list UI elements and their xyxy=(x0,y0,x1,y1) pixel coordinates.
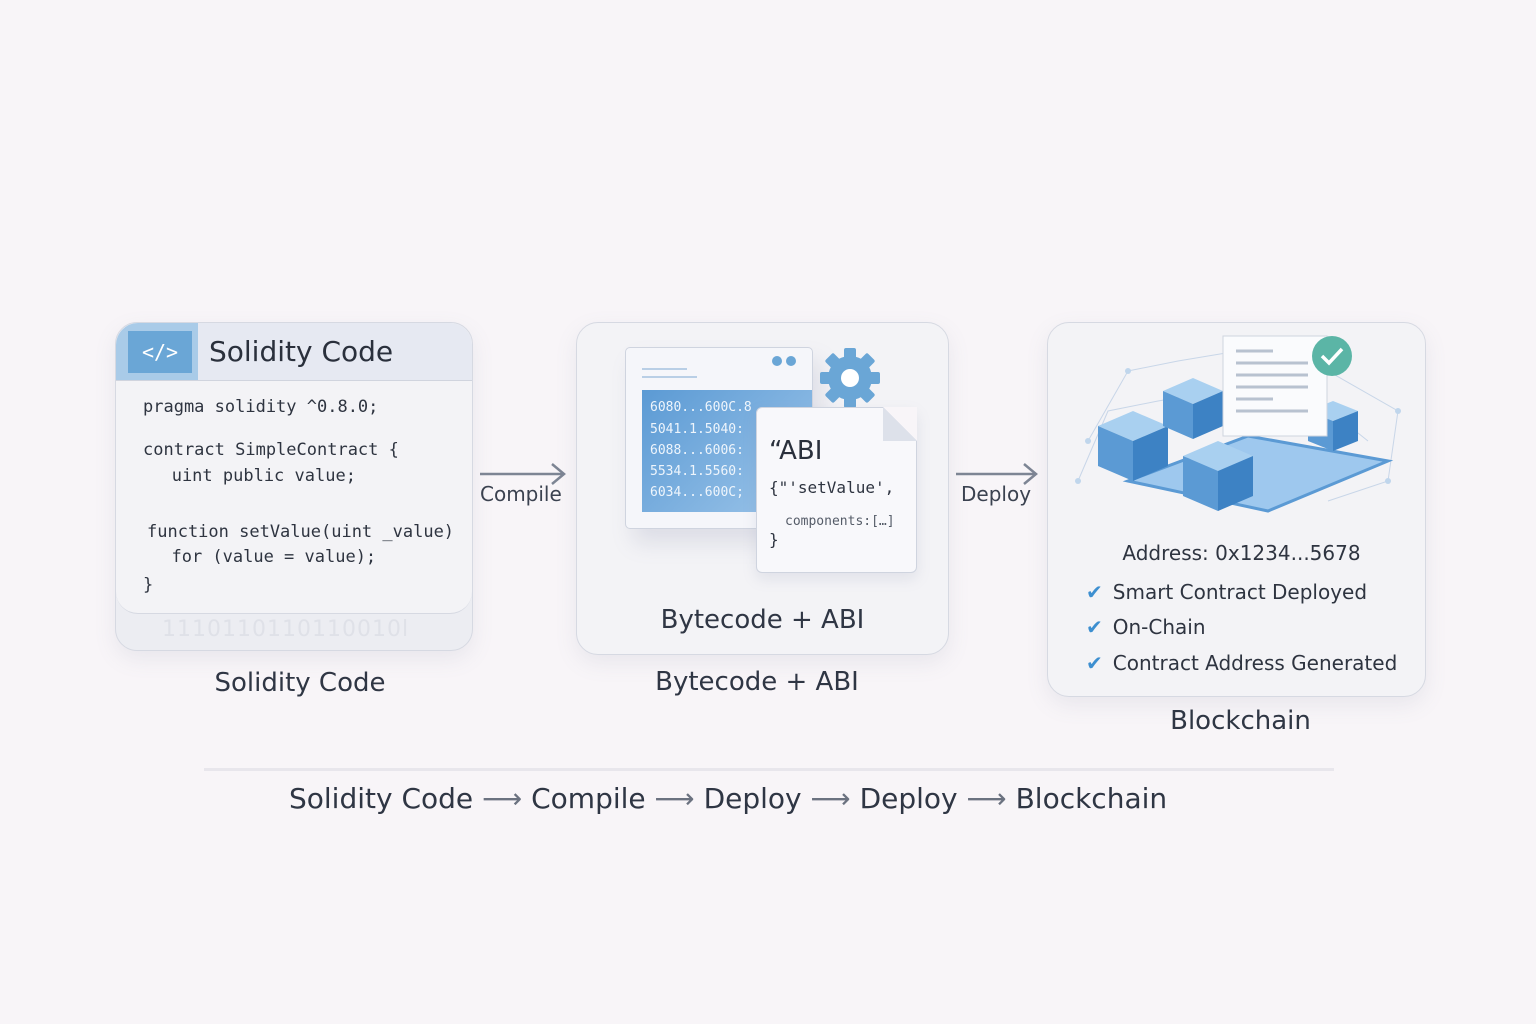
checkmark-icon: ✔ xyxy=(1086,580,1103,604)
flow-step: Solidity Code xyxy=(289,782,474,815)
flow-summary: Solidity Code ⟶ Compile ⟶ Deploy ⟶ Deplo… xyxy=(289,782,1167,815)
solidity-code-card: </> Solidity Code pragma solidity ^0.8.0… xyxy=(115,322,473,651)
flow-step: Deploy xyxy=(703,782,802,815)
contract-address: Address: 0x1234...5678 xyxy=(1122,541,1361,565)
check-item: ✔ Contract Address Generated xyxy=(1086,651,1397,675)
abi-line: } xyxy=(769,530,779,549)
deploy-arrow-icon xyxy=(956,463,1038,485)
solidity-caption: Solidity Code xyxy=(214,668,386,698)
window-lines xyxy=(642,368,687,370)
bytecode-line: 6088...6006: xyxy=(650,443,744,458)
abi-line: {"'setValue', xyxy=(769,478,895,497)
check-label: Smart Contract Deployed xyxy=(1112,580,1368,604)
solidity-card-title: Solidity Code xyxy=(209,335,394,368)
flow-step: Blockchain xyxy=(1015,782,1168,815)
check-item: ✔ Smart Contract Deployed xyxy=(1086,580,1367,604)
flow-arrow-icon: ⟶ xyxy=(966,782,1007,815)
bytecode-inner-label: Bytecode + ABI xyxy=(660,605,865,635)
check-label: On-Chain xyxy=(1112,615,1206,639)
blockchain-illustration xyxy=(1075,335,1401,513)
divider xyxy=(204,768,1334,771)
code-line: for (value = value); xyxy=(151,547,377,567)
flow-arrow-icon: ⟶ xyxy=(482,782,523,815)
flow-arrow-icon: ⟶ xyxy=(654,782,695,815)
code-line: contract SimpleContract { xyxy=(143,440,399,460)
abi-line: components:[…] xyxy=(785,514,895,529)
bytecode-abi-card: 6080...600C.8 5041.1.5040: 6088...6006: … xyxy=(576,322,949,655)
flow-step: Compile xyxy=(531,782,646,815)
code-line: uint public value; xyxy=(141,466,356,486)
bytecode-window: 6080...600C.8 5041.1.5040: 6088...6006: … xyxy=(625,347,813,529)
code-line: } xyxy=(143,575,154,595)
page-fold xyxy=(883,407,917,441)
check-item: ✔ On-Chain xyxy=(1086,615,1206,639)
window-dots xyxy=(772,356,782,366)
compile-arrow-icon xyxy=(480,463,566,485)
deploy-label: Deploy xyxy=(961,482,1032,506)
flow-step: Deploy xyxy=(859,782,958,815)
flow-arrow-icon: ⟶ xyxy=(810,782,851,815)
bytecode-caption: Bytecode + ABI xyxy=(655,667,859,697)
bytecode-line: 6034...600C; xyxy=(650,485,744,500)
abi-document: “ABI {"'setValue', components:[…] } xyxy=(756,407,917,573)
bytecode-line: 6080...600C.8 xyxy=(650,400,752,415)
code-icon-glyph: </> xyxy=(128,331,192,373)
checkmark-icon: ✔ xyxy=(1086,615,1103,639)
checkmark-icon: ✔ xyxy=(1086,651,1103,675)
code-line: pragma solidity ^0.8.0; xyxy=(143,397,379,417)
gear-icon xyxy=(820,348,880,408)
abi-title: “ABI xyxy=(769,436,823,466)
binary-watermark: 1110110110110010l xyxy=(162,617,410,642)
bytecode-line: 5534.1.5560: xyxy=(650,464,744,479)
code-line: function setValue(uint _value) xyxy=(147,522,455,542)
blockchain-caption: Blockchain xyxy=(1170,706,1311,736)
compile-label: Compile xyxy=(480,482,562,506)
bytecode-line: 5041.1.5040: xyxy=(650,422,744,437)
check-label: Contract Address Generated xyxy=(1112,651,1398,675)
blockchain-card: Address: 0x1234...5678 ✔ Smart Contract D… xyxy=(1047,322,1426,697)
